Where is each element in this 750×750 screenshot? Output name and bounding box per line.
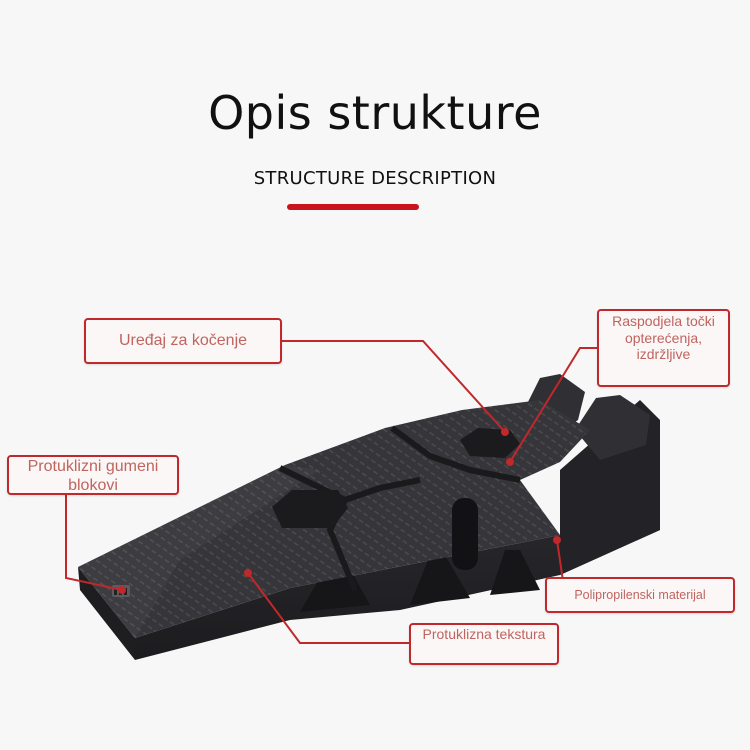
ramp-side-wall — [135, 470, 660, 660]
side-arches — [300, 550, 540, 612]
callout-texture: Protuklizna tekstura — [409, 623, 559, 665]
callout-rubber-blocks: Protuklizni gumeni blokovi — [7, 455, 179, 495]
page-title: Opis strukture — [208, 86, 542, 140]
callout-material: Polipropilenski materijal — [545, 577, 735, 613]
callout-load-distribution: Raspodjela točki opterećenja, izdržljive — [597, 309, 730, 387]
callout-leader-lines — [65, 340, 597, 644]
callout-texture-text: Protuklizna tekstura — [422, 626, 546, 642]
callout-brake-device: Uređaj za kočenje — [84, 318, 282, 364]
rubber-block-1 — [272, 490, 348, 528]
ramp-front-face — [78, 567, 135, 660]
wheel-stop-right — [575, 395, 650, 460]
callout-load-distribution-text: Raspodjela točki opterećenja, izdržljive — [612, 313, 715, 363]
callout-rubber-blocks-text: Protuklizni gumeni blokovi — [27, 458, 159, 495]
callout-brake-text: Uređaj za kočenje — [118, 332, 248, 349]
side-slot — [452, 498, 478, 570]
title-underline — [287, 204, 419, 210]
callout-material-text: Polipropilenski materijal — [574, 588, 706, 602]
page-subtitle: STRUCTURE DESCRIPTION — [253, 168, 497, 189]
